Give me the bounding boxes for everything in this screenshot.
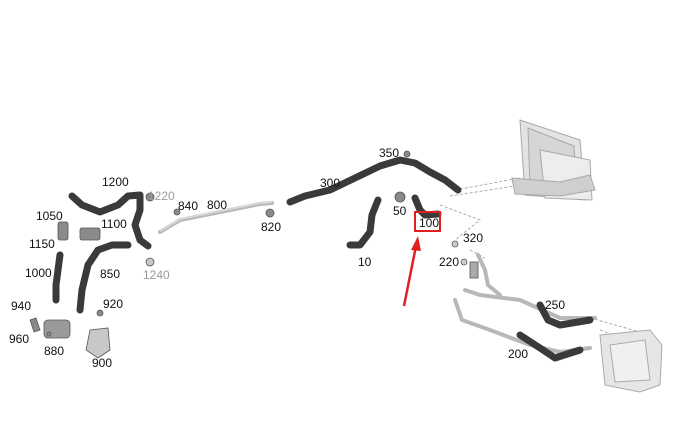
small-components (29, 150, 479, 359)
part-label-1050[interactable]: 1050 (36, 209, 63, 223)
leader-lines (439, 177, 641, 346)
part-label-850[interactable]: 850 (100, 267, 121, 281)
part-label-800[interactable]: 800 (207, 198, 228, 212)
part-label-940[interactable]: 940 (11, 299, 32, 313)
part-label-100[interactable]: 100 (419, 216, 440, 230)
part-label-960[interactable]: 960 (9, 332, 30, 346)
part-label-1220[interactable]: 1220 (148, 189, 175, 203)
part-label-920[interactable]: 920 (103, 297, 124, 311)
part-label-320[interactable]: 320 (463, 231, 484, 245)
metal-pipe-highlights (159, 201, 273, 232)
part-label-840[interactable]: 840 (178, 199, 199, 213)
coolant-hoses (52, 156, 594, 362)
part-label-820[interactable]: 820 (261, 220, 282, 234)
part-label-900[interactable]: 900 (92, 356, 113, 370)
part-label-1000[interactable]: 1000 (25, 266, 52, 280)
part-label-50[interactable]: 50 (393, 204, 407, 218)
part-label-220[interactable]: 220 (439, 255, 460, 269)
part-label-1200[interactable]: 1200 (102, 175, 129, 189)
part-label-300[interactable]: 300 (320, 176, 341, 190)
expansion-tank (599, 329, 663, 393)
radiator-component (511, 119, 596, 201)
part-label-1100[interactable]: 1100 (101, 217, 127, 231)
part-label-1150[interactable]: 1150 (29, 237, 55, 251)
callout-arrow (402, 236, 421, 307)
part-label-350[interactable]: 350 (379, 146, 400, 160)
part-label-880[interactable]: 880 (44, 344, 65, 358)
metal-pipes (158, 201, 597, 355)
highlight-box (414, 211, 441, 232)
part-label-10[interactable]: 10 (358, 255, 372, 269)
part-label-200[interactable]: 200 (508, 347, 529, 361)
part-label-250[interactable]: 250 (545, 298, 566, 312)
part-label-1240[interactable]: 1240 (143, 268, 170, 282)
